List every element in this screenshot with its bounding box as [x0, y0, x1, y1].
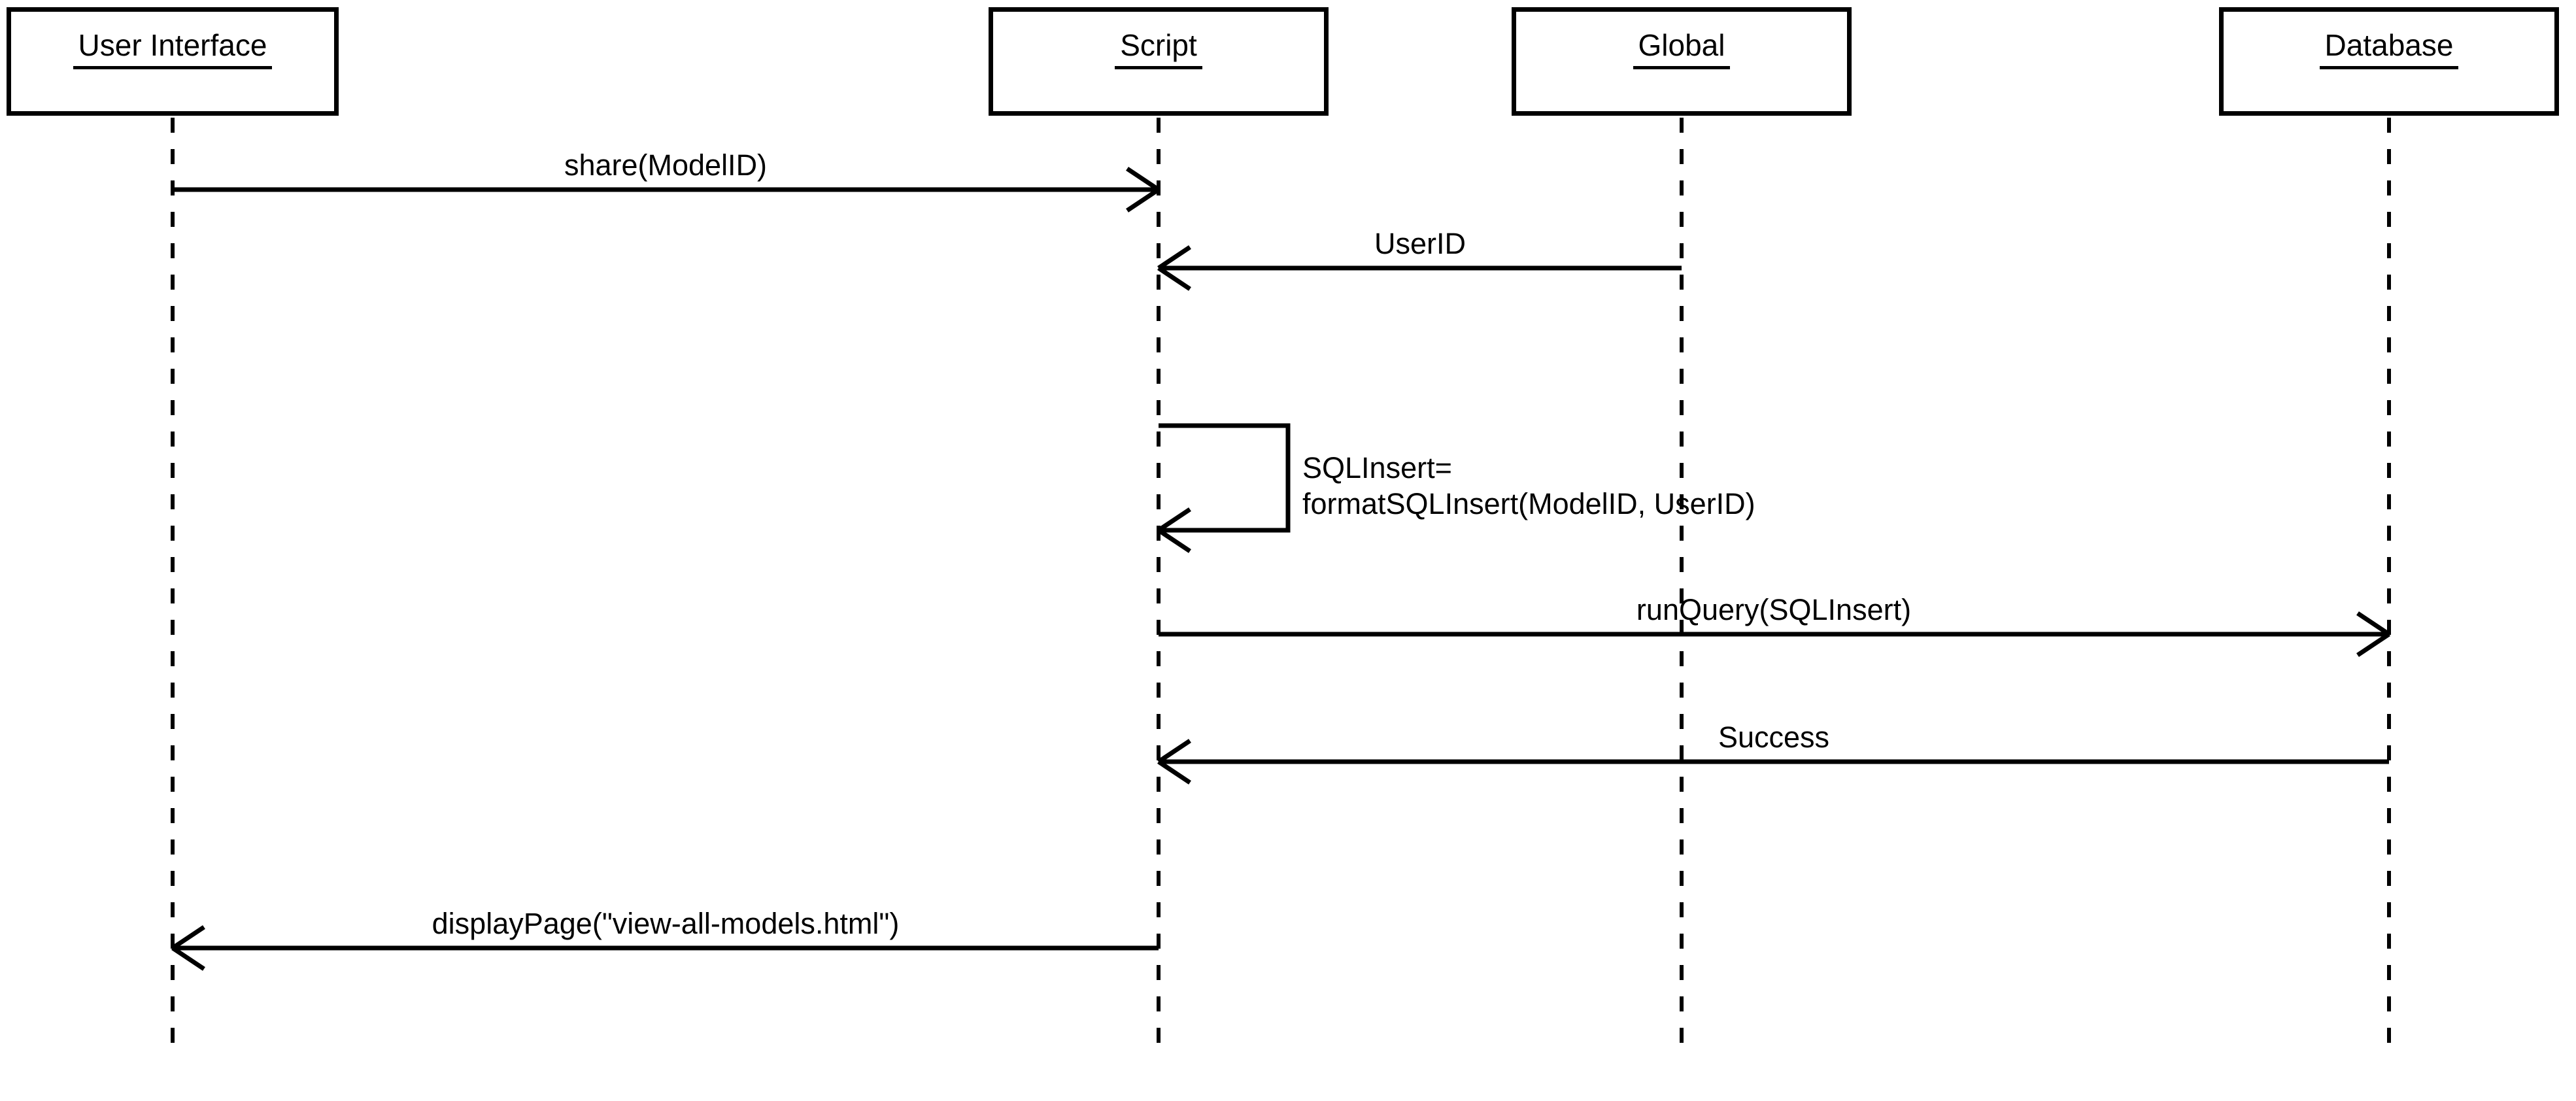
message-label-share: share(ModelID): [564, 148, 768, 182]
actor-label-global: Global: [1633, 27, 1731, 70]
message-label-user-id: UserID: [1374, 227, 1466, 260]
actor-label-database: Database: [2319, 27, 2459, 70]
actor-label-script: Script: [1115, 27, 1202, 70]
message-arrow-run-query: [1159, 611, 2390, 657]
message-label-run-query: runQuery(SQLInsert): [1636, 593, 1912, 626]
actor-box-global: Global: [1512, 7, 1852, 116]
actor-box-script: Script: [989, 7, 1329, 116]
message-arrow-display-page: [171, 925, 1159, 971]
arrowhead-run-query: [2356, 611, 2390, 657]
message-arrow-format-sql-insert: [1157, 423, 1291, 553]
message-label-format-sql-insert: SQLInsert= formatSQLInsert(ModelID, User…: [1302, 450, 1755, 522]
arrowhead-display-page: [171, 925, 205, 971]
actor-box-user-interface: User Interface: [7, 7, 339, 116]
actor-label-user-interface: User Interface: [73, 27, 273, 70]
arrowhead-user-id: [1157, 245, 1191, 291]
actor-box-database: Database: [2219, 7, 2559, 116]
message-arrow-success: [1157, 739, 2389, 785]
message-arrow-share: [173, 167, 1160, 212]
arrowhead-format-sql-insert: [1157, 507, 1191, 553]
arrowhead-success: [1157, 739, 1191, 785]
message-label-format-sql-insert-line1: SQLInsert=: [1302, 451, 1452, 484]
message-label-format-sql-insert-line2: formatSQLInsert(ModelID, UserID): [1302, 487, 1755, 520]
arrowhead-share: [1126, 167, 1160, 212]
message-label-success: Success: [1718, 720, 1830, 754]
message-arrow-user-id: [1157, 245, 1682, 291]
message-label-display-page: displayPage("view-all-models.html"): [432, 907, 900, 940]
self-call-loop: [1159, 423, 1291, 533]
